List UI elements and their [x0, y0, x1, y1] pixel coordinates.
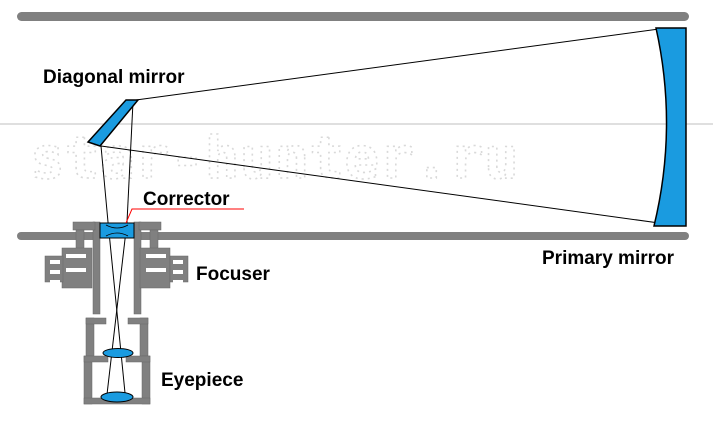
watermark: star-hunter.ru [30, 124, 519, 192]
eyepiece-eye-lens [100, 391, 134, 403]
label-primary-mirror: Primary mirror [542, 248, 675, 269]
label-eyepiece: Eyepiece [161, 370, 243, 391]
corrector-leader-line [125, 208, 244, 224]
tube-top-wall [17, 12, 689, 21]
focuser-knob-notches [50, 254, 183, 284]
eyepiece-field-lens [102, 348, 134, 358]
label-diagonal-mirror: Diagonal mirror [43, 67, 185, 88]
primary-mirror [653, 27, 687, 227]
diagonal-mirror [86, 99, 140, 147]
label-corrector: Corrector [143, 189, 230, 210]
corrector-lens [99, 222, 135, 239]
label-focuser: Focuser [196, 264, 271, 285]
light-rays [100, 28, 660, 404]
